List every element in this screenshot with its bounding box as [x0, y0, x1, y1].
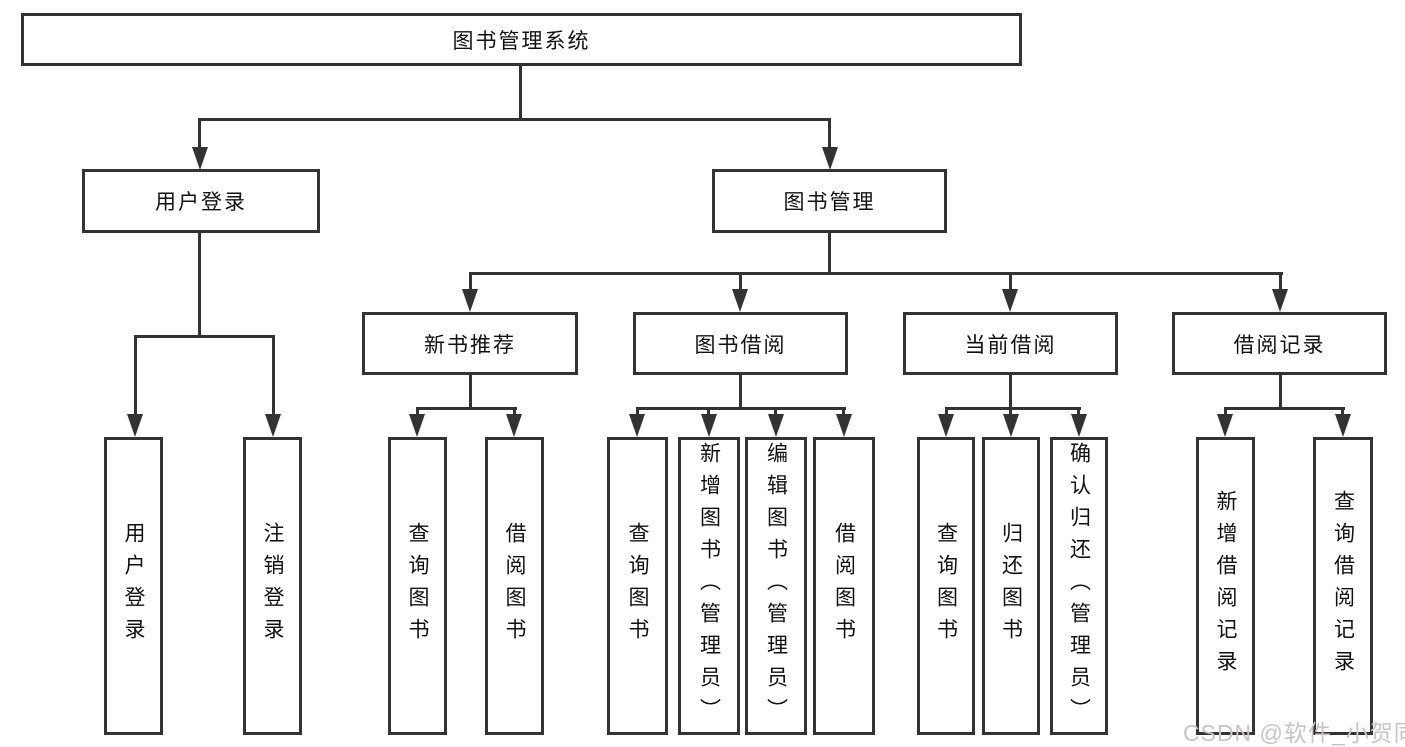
node-book-management: 图书管理 [712, 169, 947, 233]
node-library-system: 图书管理系统 [21, 13, 1022, 66]
leaf-borrow-books-recommend: 借阅图书 [485, 437, 544, 735]
arrow-down-icon [265, 414, 281, 437]
connector-line [1279, 274, 1282, 290]
leaf-label: 借阅图书 [503, 522, 526, 650]
leaf-label: 查询图书 [406, 522, 429, 650]
node-user-login: 用户登录 [82, 169, 320, 233]
leaf-query-borrow-record: 查询借阅记录 [1313, 437, 1373, 735]
leaf-label: 归还图书 [999, 522, 1023, 650]
leaf-confirm-return-admin: 确认归还（管理员） [1050, 437, 1108, 735]
connector-line [636, 409, 639, 415]
connector-line [1009, 409, 1012, 415]
connector-line [945, 407, 1081, 410]
connector-line [774, 409, 777, 415]
connector-line [739, 274, 742, 290]
leaf-label: 编辑图书（管理员） [764, 442, 788, 730]
leaf-label: 注销登录 [261, 522, 284, 650]
connector-line [739, 375, 742, 409]
leaf-add-borrow-record: 新增借阅记录 [1196, 437, 1255, 735]
connector-line [198, 233, 201, 337]
arrow-down-icon [1002, 289, 1018, 312]
node-label: 当前借阅 [964, 333, 1057, 357]
connector-line [1224, 407, 1345, 410]
connector-line [519, 66, 522, 120]
leaf-label: 查询借阅记录 [1331, 490, 1355, 682]
connector-line [469, 375, 472, 409]
connector-line [636, 407, 846, 410]
node-label: 新书推荐 [424, 333, 516, 357]
arrow-down-icon [1217, 414, 1233, 437]
connector-line [1009, 375, 1012, 409]
arrow-down-icon [462, 289, 478, 312]
connector-line [707, 409, 710, 415]
node-borrow-records: 借阅记录 [1172, 312, 1387, 375]
leaf-query-books-recommend: 查询图书 [388, 437, 447, 735]
leaf-edit-books-admin: 编辑图书（管理员） [745, 437, 807, 735]
connector-line [1224, 409, 1227, 415]
leaf-return-books: 归还图书 [982, 437, 1040, 735]
arrow-down-icon [822, 147, 838, 170]
leaf-label: 借阅图书 [832, 522, 856, 650]
arrow-down-icon [127, 414, 143, 437]
csdn-watermark: CSDN @软件_小贺同学 [1183, 720, 1405, 746]
leaf-label: 新增图书（管理员） [697, 442, 721, 730]
connector-line [416, 407, 517, 410]
leaf-label: 确认归还（管理员） [1067, 442, 1091, 730]
connector-line [945, 409, 948, 415]
arrow-down-icon [836, 414, 852, 437]
connector-line [134, 335, 275, 338]
leaf-query-books-borrow: 查询图书 [607, 437, 668, 735]
leaf-label: 用户登录 [122, 522, 145, 650]
leaf-label: 查询图书 [934, 522, 958, 650]
arrow-down-icon [629, 414, 645, 437]
connector-line [513, 409, 516, 415]
connector-line [416, 409, 419, 415]
node-label: 图书管理 [783, 191, 876, 214]
leaf-borrow-books: 借阅图书 [813, 437, 875, 735]
connector-line [272, 337, 275, 415]
leaf-user-login: 用户登录 [104, 437, 163, 735]
connector-line [828, 233, 831, 274]
connector-line [842, 409, 845, 415]
arrow-down-icon [409, 414, 425, 437]
leaf-add-books-admin: 新增图书（管理员） [678, 437, 740, 735]
leaf-label: 查询图书 [626, 522, 649, 650]
node-book-borrow: 图书借阅 [633, 312, 848, 375]
node-current-borrow: 当前借阅 [903, 312, 1118, 375]
arrow-down-icon [732, 289, 748, 312]
arrow-down-icon [768, 414, 784, 437]
connector-line [1077, 409, 1080, 415]
connector-line [198, 120, 201, 149]
arrow-down-icon [1272, 289, 1288, 312]
leaf-query-books-current: 查询图书 [917, 437, 975, 735]
arrow-down-icon [506, 414, 522, 437]
leaf-label: 新增借阅记录 [1214, 490, 1237, 682]
arrow-down-icon [701, 414, 717, 437]
connector-line [469, 272, 1283, 275]
connector-line [828, 120, 831, 149]
leaf-logout: 注销登录 [243, 437, 302, 735]
connector-line [469, 274, 472, 290]
node-label: 借阅记录 [1233, 333, 1326, 357]
node-label: 图书管理系统 [452, 29, 591, 53]
arrow-down-icon [1335, 414, 1351, 437]
arrow-down-icon [938, 414, 954, 437]
connector-line [1009, 274, 1012, 290]
connector-line [198, 118, 831, 121]
node-label: 用户登录 [155, 191, 247, 214]
connector-line [1279, 375, 1282, 409]
node-label: 图书借阅 [694, 333, 787, 357]
arrow-down-icon [1071, 414, 1087, 437]
node-new-book-recommend: 新书推荐 [362, 312, 578, 375]
connector-line [134, 337, 137, 415]
connector-line [1341, 409, 1344, 415]
arrow-down-icon [192, 147, 208, 170]
arrow-down-icon [1003, 414, 1019, 437]
